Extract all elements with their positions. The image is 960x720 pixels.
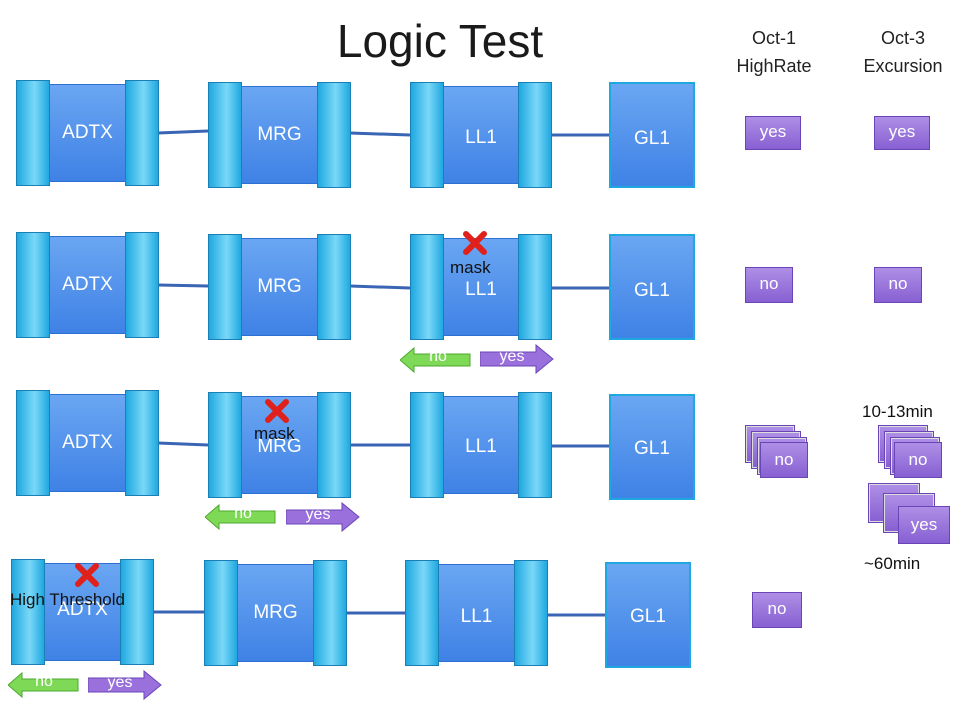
result-oct1: yes [745, 116, 801, 150]
result-oct3: no [874, 267, 922, 303]
ll1-block: LL1 [405, 560, 548, 666]
ll1-label: LL1 [465, 127, 497, 148]
gl1-label: GL1 [630, 606, 666, 627]
mask-label: mask [450, 258, 491, 277]
mrg-label: MRG [253, 602, 298, 623]
mrg-block: MRG [208, 392, 351, 498]
cross-icon [265, 399, 289, 423]
mrg-label: MRG [257, 436, 302, 457]
no-arrow-label: no [234, 505, 252, 522]
result-oct1: no [760, 442, 808, 478]
result-oct3-extra: yes [898, 506, 950, 544]
no-arrow-label: no [35, 673, 53, 690]
cross-icon [463, 231, 487, 255]
ll1-block: LL1 [410, 392, 552, 498]
cross-icon [75, 563, 99, 587]
mask-label: mask [254, 424, 295, 443]
yes-arrow-icon [480, 344, 554, 374]
ll1-label: LL1 [460, 606, 493, 627]
adtx-block: ADTX [16, 232, 159, 338]
no-arrow-icon [400, 346, 471, 374]
ll1-block: LL1 [410, 82, 552, 188]
column-header-oct1: Oct-1 HighRate [736, 28, 812, 76]
gl1-block: GL1 [609, 234, 695, 340]
no-arrow-icon [205, 503, 276, 531]
ll1-label: LL1 [465, 279, 497, 300]
high-threshold-label: High Threshold [10, 590, 125, 609]
yes-arrow-label: yes [107, 674, 133, 691]
ll1-block: LL1 [410, 234, 552, 340]
gl1-label: GL1 [634, 280, 670, 301]
time-label-60min: ~60min [864, 554, 921, 573]
yes-arrow-label: yes [305, 506, 331, 523]
mrg-block: MRG [208, 82, 351, 188]
yes-arrow-label: yes [499, 348, 525, 365]
mrg-block: MRG [204, 560, 347, 666]
mrg-label: MRG [257, 276, 302, 297]
no-arrow-icon [8, 671, 79, 699]
mrg-block: MRG [208, 234, 351, 340]
gl1-block: GL1 [609, 82, 695, 188]
mrg-label: MRG [257, 124, 302, 145]
gl1-block: GL1 [609, 394, 695, 500]
time-label-10-13min: 10-13min [862, 402, 933, 421]
gl1-label: GL1 [634, 438, 670, 459]
result-oct1: no [745, 267, 793, 303]
yes-arrow-icon [286, 502, 360, 532]
adtx-block: ADTX [16, 80, 159, 186]
adtx-label: ADTX [62, 432, 113, 453]
ll1-label: LL1 [465, 436, 497, 457]
adtx-label: ADTX [62, 122, 113, 143]
result-oct1: no [752, 592, 802, 628]
result-oct3: no [894, 442, 942, 478]
page-title: Logic Test [336, 15, 544, 67]
result-oct3: yes [874, 116, 930, 150]
adtx-block: ADTX [16, 390, 159, 496]
no-arrow-label: no [429, 348, 447, 365]
yes-arrow-icon [88, 670, 162, 700]
column-header-oct3: Oct-3 Excursion [863, 28, 943, 76]
adtx-label: ADTX [57, 599, 108, 620]
gl1-label: GL1 [634, 128, 670, 149]
gl1-block: GL1 [605, 562, 691, 668]
adtx-label: ADTX [62, 274, 113, 295]
